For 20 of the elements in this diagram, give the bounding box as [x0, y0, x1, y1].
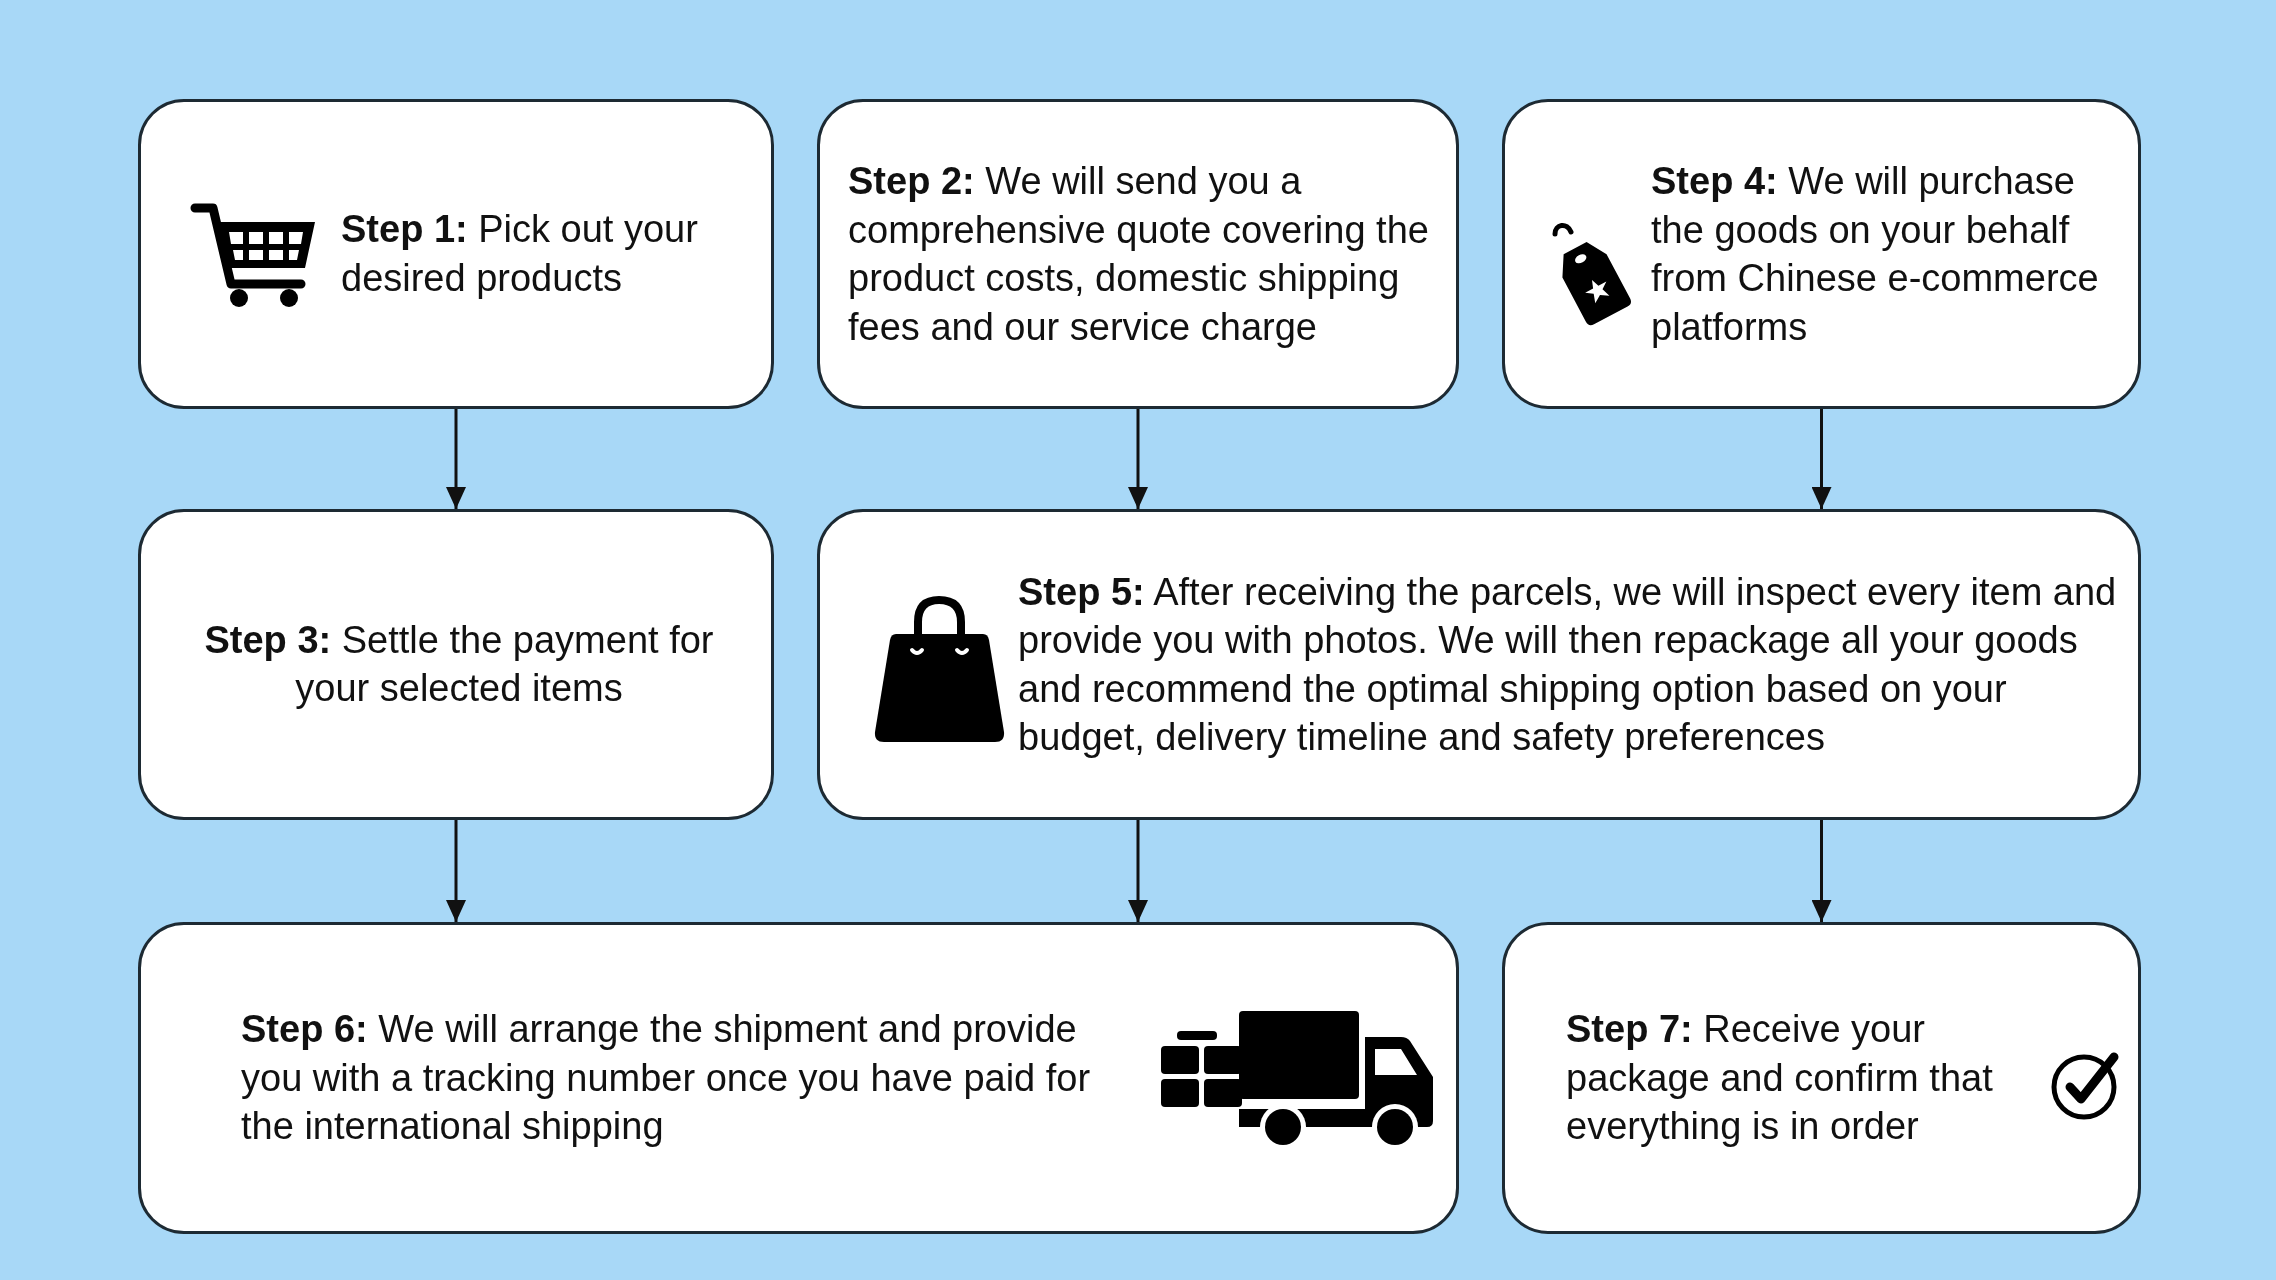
process-box: [817, 99, 1459, 409]
process-box: [138, 509, 774, 820]
process-box: [1502, 922, 2141, 1234]
arrow: [1811, 820, 1832, 922]
arrow: [1128, 820, 1148, 922]
process-box: [1502, 99, 2141, 409]
step-text: Step 7: Receive your package and confirm that everything is in order: [1566, 1007, 1994, 1150]
step-text: Step 5: After receiving the parcels, we will inspect every item and provide you with photos. We will then repackage all your goods and recommend the optimal shipping option based on your budget, delivery timeline and safety preferences: [1018, 569, 2118, 761]
step-text: Step 4: We will purchase the goods on your behalf from Chinese e-commerce platforms: [1651, 158, 2100, 350]
step-text: Step 1: Pick out your desired products: [341, 207, 699, 301]
arrow: [1128, 409, 1148, 509]
step-text: Step 6: We will arrange the shipment and provide you with a tracking number once you have paid for the international shipping: [241, 1007, 1092, 1150]
arrow: [446, 820, 466, 922]
process-box: [817, 509, 2141, 820]
step-text: Step 2: We will send you a comprehensive quote covering the product costs, domestic shipping fees and our service charge: [848, 158, 1430, 350]
arrow: [1811, 409, 1832, 509]
process-box: [138, 922, 1459, 1234]
arrow: [446, 409, 466, 509]
step-text: Step 3: Settle the payment for your selected items: [203, 617, 715, 712]
process-box: [138, 99, 774, 409]
